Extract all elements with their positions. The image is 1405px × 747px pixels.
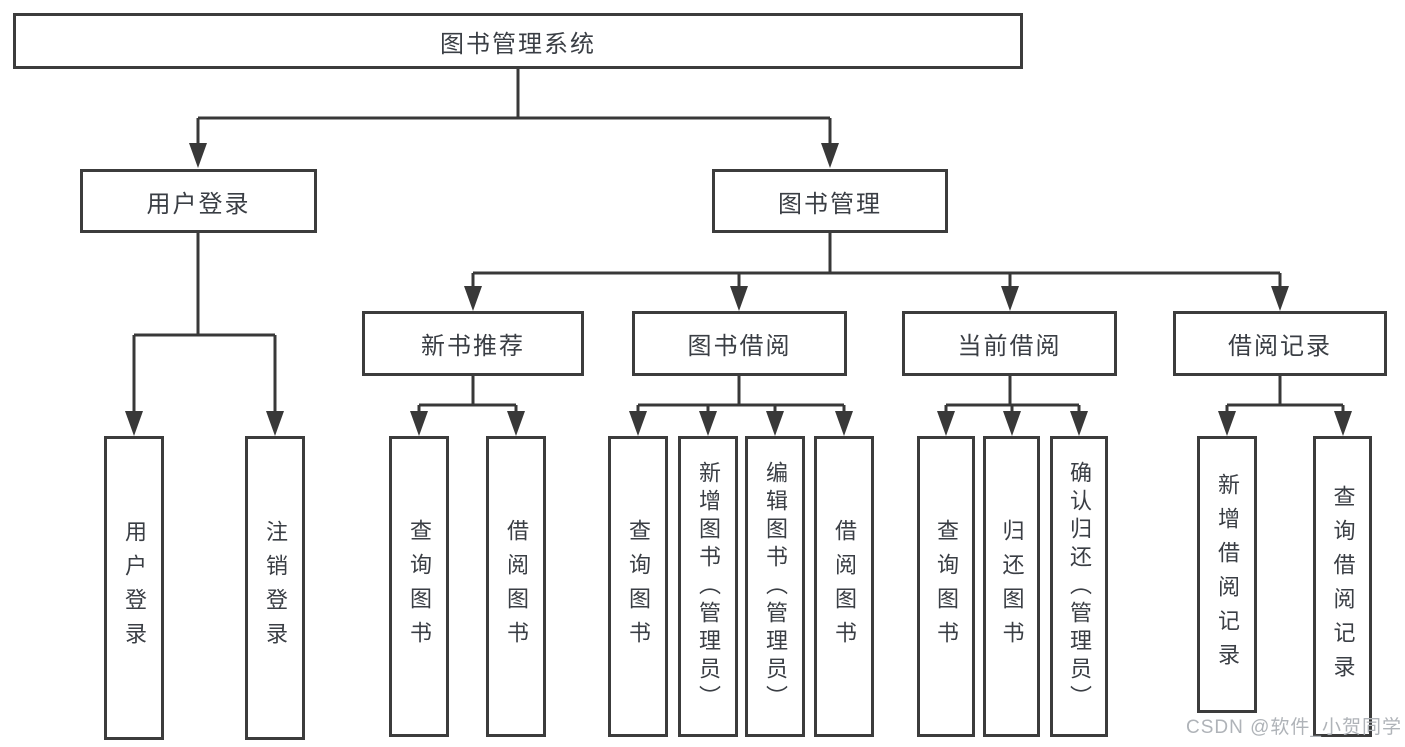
leaf-return-books: 归还图书 — [983, 436, 1040, 737]
node-borrow-records: 借阅记录 — [1173, 311, 1387, 376]
leaf-query-borrow-record: 查询借阅记录 — [1313, 436, 1372, 737]
leaf-label: 新增借阅记录 — [1215, 472, 1240, 677]
leaf-label: 注销登录 — [263, 520, 288, 656]
node-book-management: 图书管理 — [712, 169, 948, 233]
leaf-user-login: 用户登录 — [104, 436, 164, 740]
node-new-book-recommend: 新书推荐 — [362, 311, 584, 376]
node-label: 借阅记录 — [1228, 333, 1332, 360]
leaf-query-books-current: 查询图书 — [917, 436, 975, 737]
leaf-edit-book-admin: 编辑图书（管理员） — [745, 436, 805, 737]
node-label: 新书推荐 — [421, 333, 525, 360]
leaf-label: 归还图书 — [999, 518, 1025, 655]
leaf-add-book-admin: 新增图书（管理员） — [678, 436, 738, 737]
node-current-borrow: 当前借阅 — [902, 311, 1117, 376]
leaf-query-books-recommend: 查询图书 — [389, 436, 449, 737]
leaf-confirm-return-admin: 确认归还（管理员） — [1050, 436, 1108, 737]
leaf-label: 编辑图书（管理员） — [763, 460, 788, 713]
leaf-label: 确认归还（管理员） — [1067, 460, 1092, 713]
node-label: 用户登录 — [146, 190, 251, 218]
node-label: 图书管理系统 — [440, 30, 596, 58]
leaf-borrow-books-recommend: 借阅图书 — [486, 436, 546, 737]
leaf-logout: 注销登录 — [245, 436, 305, 740]
node-label: 当前借阅 — [957, 333, 1062, 360]
leaf-label: 借阅图书 — [504, 518, 529, 655]
leaf-label: 查询图书 — [626, 518, 651, 655]
leaf-label: 借阅图书 — [832, 518, 857, 655]
leaf-label: 新增图书（管理员） — [696, 460, 721, 713]
leaf-borrow-books-borrow: 借阅图书 — [814, 436, 874, 737]
leaf-label: 查询图书 — [407, 518, 432, 655]
node-book-borrow: 图书借阅 — [632, 311, 847, 376]
arrowheads — [125, 143, 1352, 436]
leaf-add-borrow-record: 新增借阅记录 — [1197, 436, 1257, 713]
leaf-label: 查询图书 — [934, 518, 959, 655]
csdn-watermark: CSDN @软件_小贺同学 — [1186, 717, 1402, 738]
leaf-label: 用户登录 — [122, 520, 147, 656]
leaf-label: 查询借阅记录 — [1330, 484, 1356, 689]
node-label: 图书借阅 — [687, 333, 792, 360]
leaf-query-books-borrow: 查询图书 — [608, 436, 668, 737]
node-user-login: 用户登录 — [80, 169, 317, 233]
node-label: 图书管理 — [778, 190, 882, 218]
node-library-management-system: 图书管理系统 — [13, 13, 1023, 69]
